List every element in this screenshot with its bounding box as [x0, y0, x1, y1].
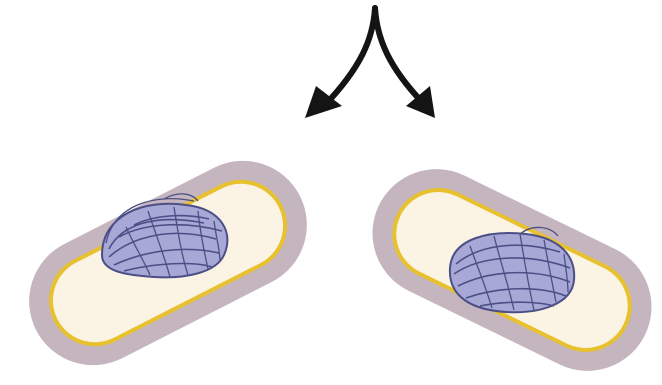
daughter-cell-left	[0, 114, 329, 385]
split-arrow-icon	[305, 8, 435, 118]
arrow-branch-right	[375, 8, 422, 102]
daughter-cell-right	[350, 146, 662, 385]
arrow-branch-left	[325, 8, 375, 105]
